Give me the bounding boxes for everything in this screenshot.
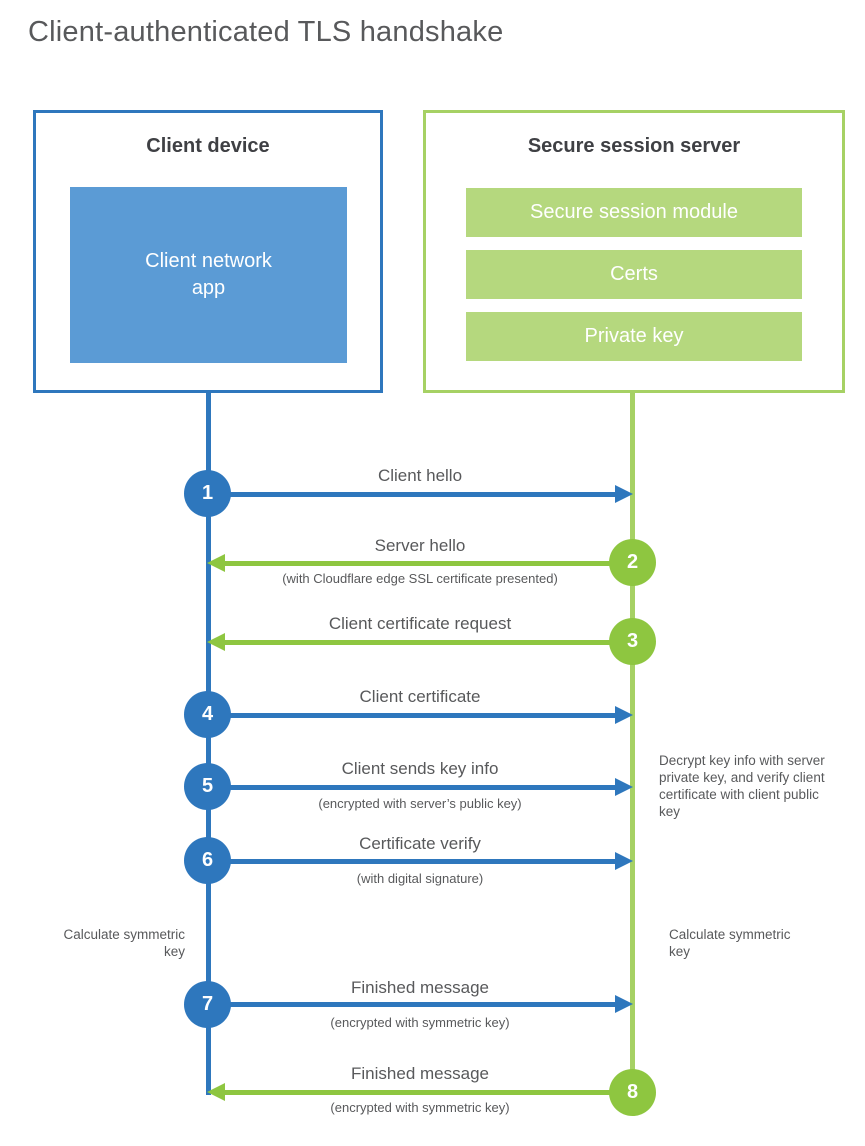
step-1-arrow	[230, 492, 615, 497]
step-2-label: Server hello	[374, 536, 466, 555]
step-5-arrow	[230, 785, 615, 790]
calculate-symmetric-key-note-client: Calculate symmetric key	[63, 927, 185, 959]
step-4-badge: 4	[184, 691, 231, 738]
step-3-badge: 3	[609, 618, 656, 665]
step-5-badge: 5	[184, 763, 231, 810]
step-2-sublabel: (with Cloudflare edge SSL certificate pr…	[282, 571, 558, 586]
step-8-label: Finished message	[351, 1064, 489, 1083]
server-module-private-key: Private key	[466, 312, 802, 361]
step-6-badge: 6	[184, 837, 231, 884]
step-5-label: Client sends key info	[341, 759, 499, 778]
step-7-badge: 7	[184, 981, 231, 1028]
step-6-arrow	[230, 859, 615, 864]
step-8-badge: 8	[609, 1069, 656, 1116]
step-3-label: Client certificate request	[328, 614, 512, 633]
arrowhead-right-icon	[615, 485, 633, 503]
client-lifeline	[206, 391, 211, 1095]
server-module-secure-session: Secure session module	[466, 188, 802, 237]
client-device-title: Client device	[146, 135, 270, 157]
arrowhead-left-icon	[207, 633, 225, 651]
step-8-sublabel: (encrypted with symmetric key)	[330, 1100, 510, 1115]
step-1-badge: 1	[184, 470, 231, 517]
calculate-symmetric-key-note-server: Calculate symmetric key	[669, 927, 791, 959]
step-7-label: Finished message	[351, 978, 489, 997]
secure-session-server-title: Secure session server	[527, 135, 741, 157]
server-module-certs: Certs	[466, 250, 802, 299]
step-7-sublabel: (encrypted with symmetric key)	[330, 1015, 510, 1030]
arrowhead-left-icon	[207, 1083, 225, 1101]
page-title: Client-authenticated TLS handshake	[28, 16, 504, 48]
arrowhead-right-icon	[615, 852, 633, 870]
decrypt-key-note: Decrypt key info with server private key…	[659, 753, 825, 819]
step-5-sublabel: (encrypted with server’s public key)	[318, 796, 522, 811]
step-7-arrow	[230, 1002, 615, 1007]
client-network-app-box: Client network app	[70, 187, 347, 363]
arrowhead-left-icon	[207, 554, 225, 572]
step-1-label: Client hello	[377, 466, 463, 485]
step-4-arrow	[230, 713, 615, 718]
step-8-arrow	[225, 1090, 610, 1095]
step-3-arrow	[225, 640, 610, 645]
arrowhead-right-icon	[615, 778, 633, 796]
server-lifeline	[630, 391, 635, 1095]
arrowhead-right-icon	[615, 995, 633, 1013]
step-6-label: Certificate verify	[359, 834, 481, 853]
step-2-arrow	[225, 561, 610, 566]
step-4-label: Client certificate	[359, 687, 481, 706]
step-2-badge: 2	[609, 539, 656, 586]
step-6-sublabel: (with digital signature)	[356, 871, 484, 886]
arrowhead-right-icon	[615, 706, 633, 724]
